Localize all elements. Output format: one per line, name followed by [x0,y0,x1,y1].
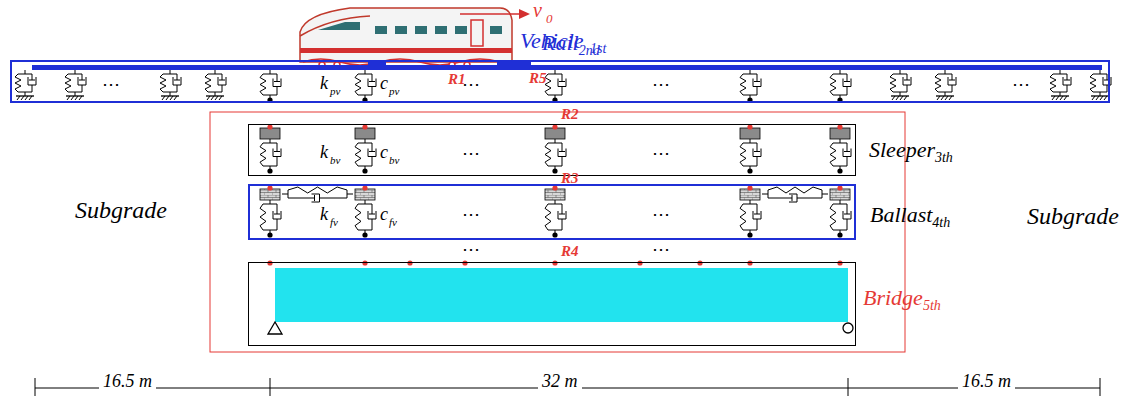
text-label: ⋯ [462,205,480,223]
text-label: ⋯ [102,75,120,93]
text-label: k [320,205,328,223]
text-label: fv [389,217,397,228]
text-label: bv [330,155,340,166]
text-label: bv [389,155,399,166]
text-label: ⋯ [462,144,480,162]
text-label: ⋯ [652,144,670,162]
text-label: 16.5 m [99,372,156,390]
rail-beam [32,65,1102,70]
layer-index: 5th [923,298,941,313]
bridge-deck [275,268,848,322]
layer-box: Bridge5th [248,262,856,346]
text-label: k [320,143,328,161]
text-label: ⋯ [462,240,480,258]
text-label: k [320,74,328,92]
text-label: 0 [546,12,553,25]
layer-box: Sleeper3th [248,124,856,176]
layer-title: Sleeper [869,137,935,162]
text-label: ⋯ [652,205,670,223]
text-label: 16.5 m [958,372,1015,390]
layer-title: Ballast [870,202,932,227]
layer-index: 3th [935,150,953,165]
text-label: 32 m [538,372,582,390]
text-label: fv [330,217,338,228]
callout-label: R3 [561,171,579,186]
text-label: pv [330,86,340,97]
text-label: 1st [590,42,606,56]
text-label: c [380,143,388,161]
callout-label: R5 [529,71,547,86]
layer-box: Ballast4th [248,184,856,240]
callout-label: R4 [561,244,579,259]
layer-title: Bridge [863,285,923,310]
text-label: pv [389,86,399,97]
layer-name: Ballast4th [870,204,950,230]
subsystem-outline [210,112,905,352]
text-label: Vehicle [520,30,584,52]
text-label: ⋯ [652,240,670,258]
text-label: v [533,0,542,20]
text-label: ⋯ [462,75,480,93]
text-label: ⋯ [652,75,670,93]
text-label: Subgrade [75,198,167,222]
text-label: c [380,74,388,92]
layer-box: Rail2nd [10,60,1110,103]
text-label: Subgrade [1027,204,1119,228]
layer-name: Bridge5th [863,287,941,313]
layer-index: 4th [932,215,950,230]
text-label: c [380,205,388,223]
layer-name: Sleeper3th [869,139,953,165]
callout-label: R2 [561,107,579,122]
text-label: ⋯ [1012,75,1030,93]
